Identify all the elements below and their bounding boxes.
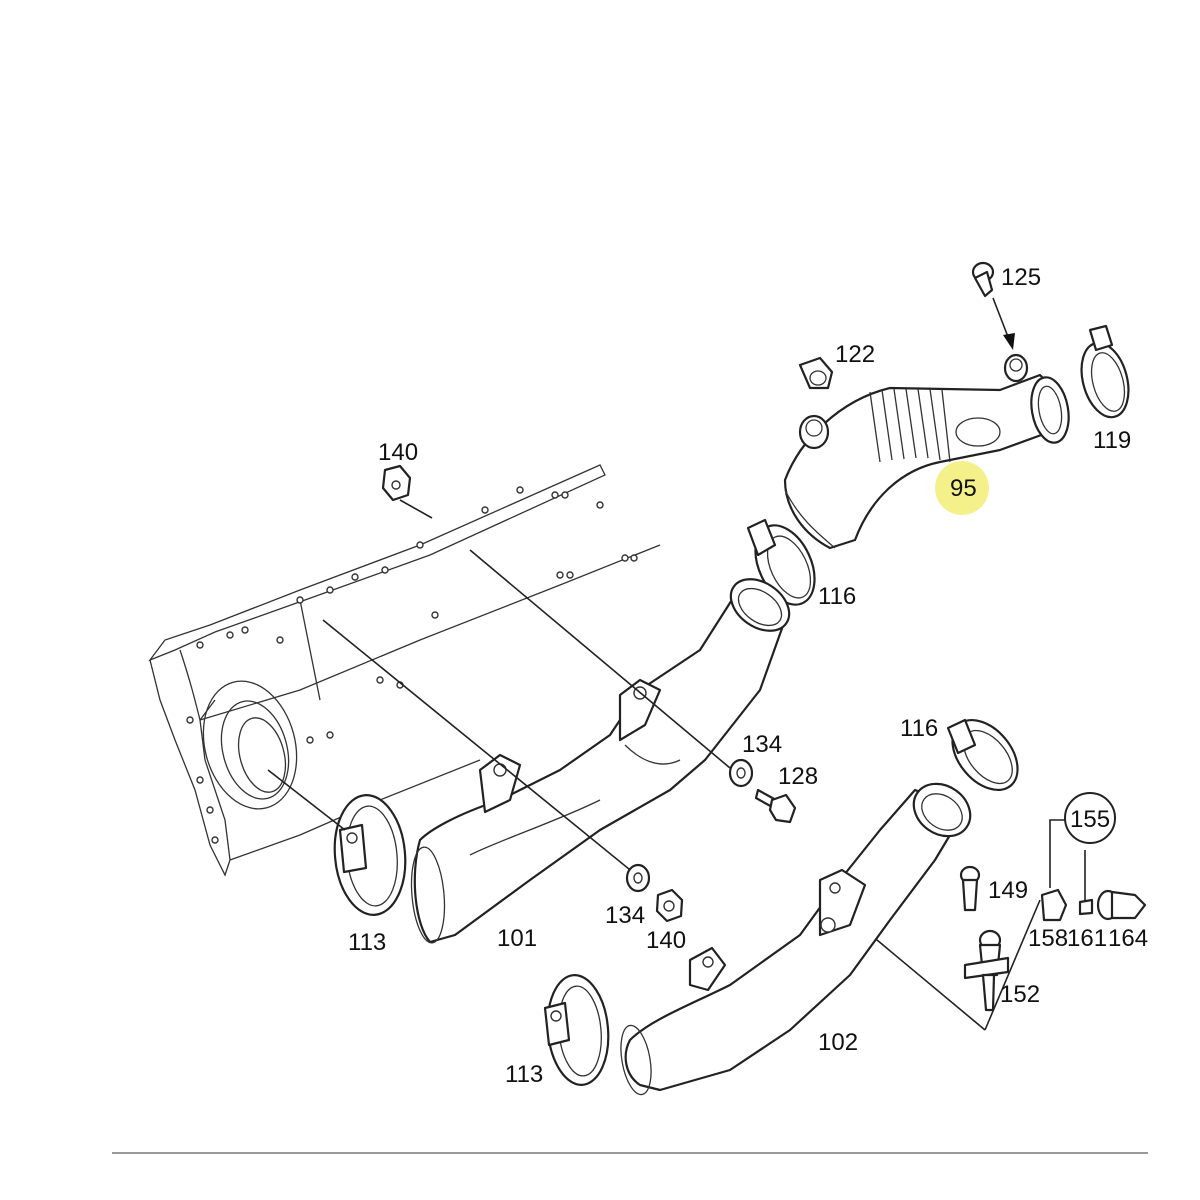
part-125-clip	[971, 261, 1015, 350]
label-125: 125	[1001, 264, 1041, 291]
part-95-highlight	[935, 461, 989, 515]
label-113-left: 113	[348, 929, 386, 956]
label-164: 164	[1108, 925, 1148, 952]
label-149: 149	[988, 877, 1028, 904]
label-140-lower: 140	[646, 927, 686, 954]
part-128-bolt	[754, 788, 797, 824]
label-122: 122	[835, 341, 875, 368]
part-119-clamp	[1080, 324, 1130, 419]
label-155: 155	[1070, 806, 1110, 833]
part-122-cap	[798, 356, 834, 390]
part-113-lower-clamp	[543, 974, 610, 1086]
part-101-charge-pipe	[410, 578, 791, 944]
label-158: 158	[1028, 925, 1068, 952]
group-155-circle	[1064, 792, 1116, 844]
part-140-lower-nut	[655, 888, 684, 923]
part-140-upper-nut	[381, 464, 412, 502]
part-161-seal	[1078, 898, 1094, 916]
label-119: 119	[1093, 427, 1131, 454]
leader-lines	[267, 499, 1086, 1031]
label-140-upper: 140	[378, 439, 418, 466]
part-116-lower-clamp	[946, 718, 1019, 792]
label-134-upper: 134	[742, 731, 782, 758]
part-134-washer-upper	[728, 758, 754, 788]
part-102-charge-pipe	[620, 782, 972, 1096]
chassis-frame	[148, 464, 661, 877]
label-116-upper: 116	[818, 583, 856, 610]
part-149-screw	[959, 865, 981, 912]
label-161: 161	[1067, 925, 1107, 952]
label-116-lower: 116	[900, 715, 938, 742]
label-134-lower: 134	[605, 902, 645, 929]
part-164-plug	[1096, 889, 1147, 921]
label-152: 152	[1000, 981, 1040, 1008]
part-152-sensor	[963, 929, 1010, 1012]
label-113-lower: 113	[505, 1061, 543, 1088]
label-102: 102	[818, 1029, 858, 1056]
part-113-left-clamp	[333, 794, 407, 916]
part-158-connector	[1040, 888, 1068, 922]
part-134-washer-lower	[625, 863, 651, 893]
label-95[interactable]: 95	[950, 475, 977, 502]
label-128: 128	[778, 763, 818, 790]
part-95-intake-hose	[783, 353, 1070, 550]
label-101: 101	[497, 925, 537, 952]
